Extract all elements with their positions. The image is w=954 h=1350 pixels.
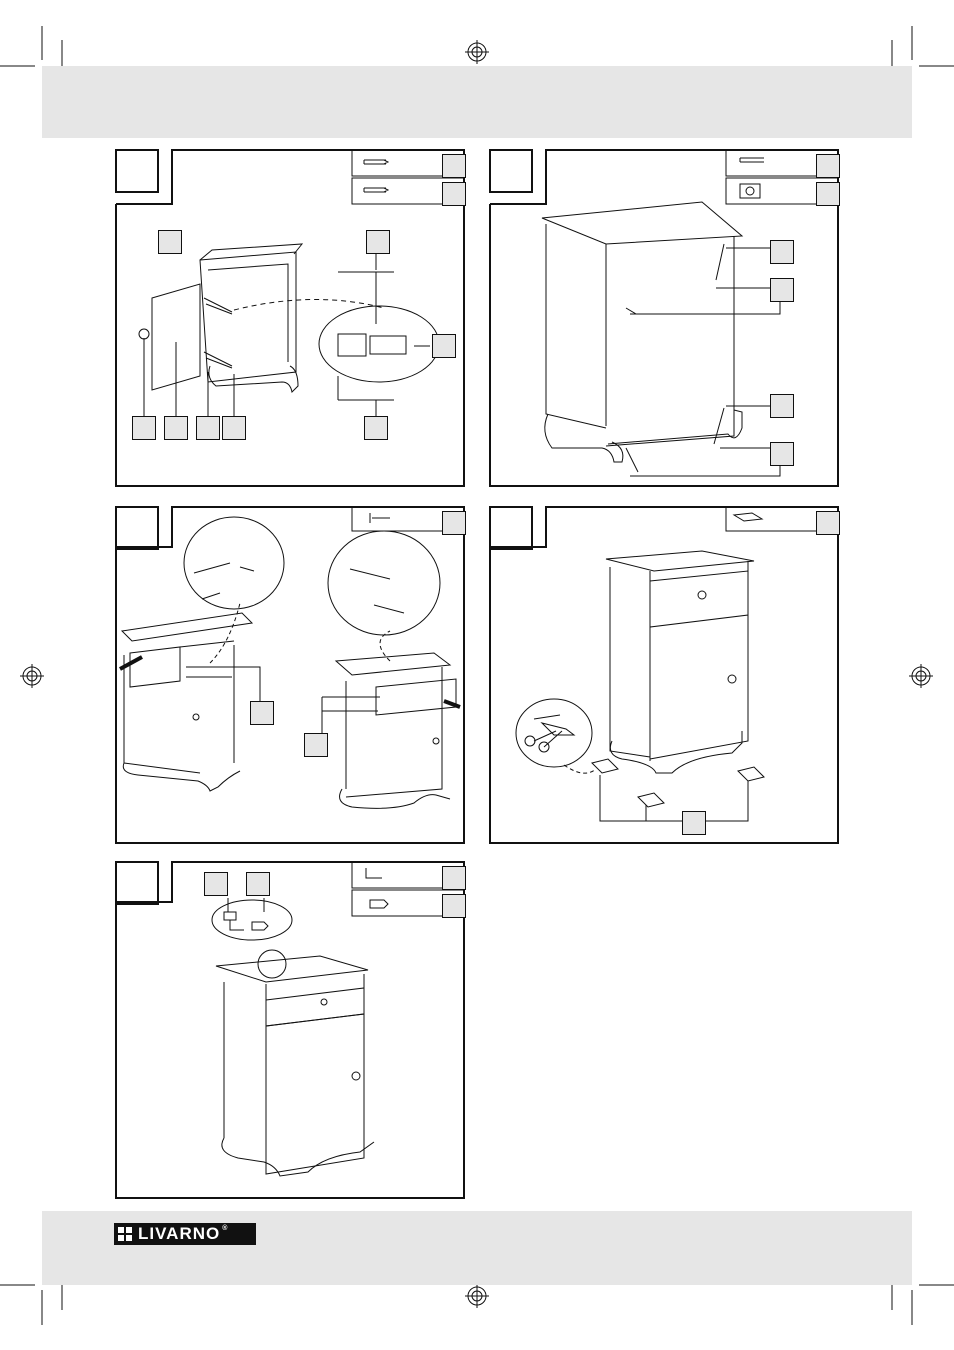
step-1-callout-door: [158, 230, 182, 254]
registration-target-top: [465, 40, 489, 64]
step-3-callout-right-runner: [304, 733, 328, 757]
step-3-panel: [114, 505, 466, 845]
step-5-callout-allen-key: [204, 872, 228, 896]
brand-trademark: ®: [222, 1225, 229, 1232]
registration-target-right: [909, 664, 933, 688]
step-2-drawing: [489, 149, 839, 487]
registration-target-left: [20, 664, 44, 688]
step-2-callout-lower-hinge: [770, 394, 794, 418]
step-3-hardware-ref: [442, 511, 466, 535]
step-2-callout-upper-hinge: [770, 240, 794, 264]
step-1-callout-knob: [132, 416, 156, 440]
step-3-callout-left-runner: [250, 701, 274, 725]
step-4-drawing: [489, 506, 839, 844]
step-2-callout-lower-screw: [770, 442, 794, 466]
header-band: [42, 66, 912, 138]
step-4-callout-felt-pads: [682, 811, 706, 835]
step-2-callout-upper-screw: [770, 278, 794, 302]
step-1-hardware-ref-2: [442, 182, 466, 206]
step-1-panel: [114, 148, 466, 488]
step-1-callout-screw: [432, 334, 456, 358]
step-2-panel: [488, 148, 840, 488]
step-5-hardware-ref-2: [442, 894, 466, 918]
step-5-hardware-ref-1: [442, 866, 466, 890]
brand-logo-mark-icon: [118, 1227, 132, 1241]
step-1-callout-hinge: [366, 230, 390, 254]
step-3-drawing: [115, 506, 465, 844]
step-5-callout-wall-plug: [246, 872, 270, 896]
step-4-hardware-ref: [816, 511, 840, 535]
registration-target-bottom: [465, 1284, 489, 1308]
step-2-hardware-ref-1: [816, 154, 840, 178]
step-1-callout-mount-plate: [364, 416, 388, 440]
brand-logo: LIVARNO ®: [114, 1223, 256, 1245]
step-1-hardware-ref-1: [442, 154, 466, 178]
step-2-hardware-ref-2: [816, 182, 840, 206]
step-1-callout-hinge-screw-a: [196, 416, 220, 440]
step-1-callout-hinge-screw-b: [222, 416, 246, 440]
step-1-callout-knob-screw: [164, 416, 188, 440]
step-4-panel: [488, 505, 840, 845]
step-5-drawing: [115, 861, 465, 1199]
step-5-panel: [114, 860, 466, 1200]
brand-name: LIVARNO: [138, 1224, 221, 1243]
